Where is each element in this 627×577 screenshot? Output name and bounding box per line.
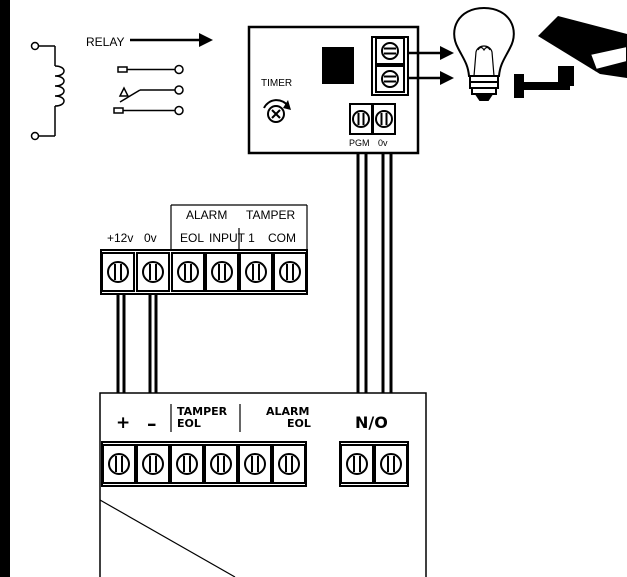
module-zero-v-label: 0v (378, 138, 388, 148)
module-display (322, 47, 354, 84)
alarm-a-screw-icon (238, 444, 272, 484)
tamper-screw-icon (239, 252, 273, 292)
no-b-screw-icon (374, 444, 408, 484)
plus12v-screw-icon (101, 252, 135, 292)
minus-label: – (147, 413, 157, 435)
upper-zero-v-label: 0v (144, 231, 157, 245)
upper-terminal-block (100, 204, 308, 295)
input1-label: INPUT 1 (209, 231, 255, 245)
tamper-b-screw-icon (204, 444, 238, 484)
no-a-screw-icon (340, 444, 374, 484)
relay-label: RELAY (86, 35, 124, 49)
plus-label: + (116, 413, 130, 433)
zero-v-screw-icon (372, 103, 396, 135)
timer-icon (263, 99, 291, 123)
upper-tamper-label: TAMPER (246, 208, 295, 222)
screw-terminal-icon (375, 37, 405, 65)
input1-screw-icon (205, 252, 239, 292)
cctv-camera-icon (514, 16, 627, 98)
lower-alarm-eol-label: EOL (287, 417, 311, 430)
no-label: N/O (355, 413, 388, 432)
eol-screw-icon (171, 252, 205, 292)
minus-screw-icon (136, 444, 170, 484)
lower-panel (99, 392, 427, 577)
upper-eol-label: EOL (180, 231, 204, 245)
relay-coil-icon (30, 41, 65, 141)
left-panel-edge (0, 0, 10, 577)
com-screw-icon (273, 252, 307, 292)
upper-alarm-label: ALARM (186, 208, 227, 222)
plus-screw-icon (102, 444, 136, 484)
timer-label: TIMER (261, 78, 292, 89)
output-arrows (408, 46, 454, 85)
alarm-b-screw-icon (272, 444, 306, 484)
pgm-wires (356, 153, 393, 393)
pgm-screw-icon (349, 103, 373, 135)
com-label: COM (268, 231, 296, 245)
lower-tamper-eol-label: EOL (177, 417, 201, 430)
pgm-label: PGM (349, 138, 370, 148)
plus12v-label: +12v (107, 231, 133, 245)
relay-arrow (130, 33, 213, 47)
power-wires (116, 294, 158, 393)
zero-v-screw-icon (136, 252, 170, 292)
light-bulb-icon (453, 6, 515, 101)
module-pgm-terminals (349, 103, 396, 135)
lower-alarm-label: ALARM (266, 405, 309, 418)
lower-tamper-label: TAMPER (177, 405, 228, 418)
screw-terminal-icon (375, 65, 405, 93)
module-output-terminals (371, 36, 409, 96)
relay-contacts-icon (113, 64, 184, 116)
tamper-a-screw-icon (170, 444, 204, 484)
